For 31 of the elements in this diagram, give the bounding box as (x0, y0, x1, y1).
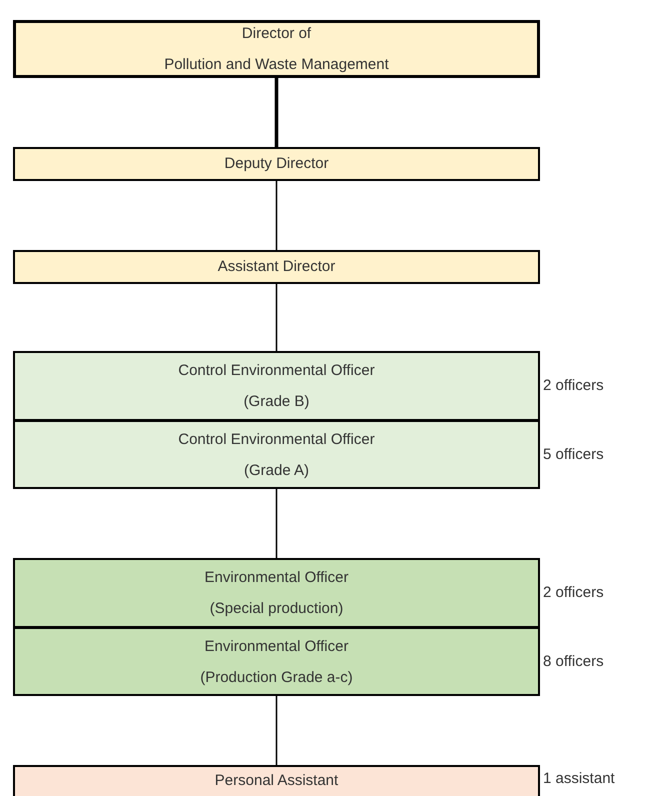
position-title: Environmental Officer (204, 568, 348, 588)
connector-line (276, 489, 278, 558)
position-title: Personal Assistant (214, 771, 338, 791)
position-title: Control Environmental Officer (178, 430, 375, 450)
staff-count: 2 officers (543, 376, 604, 396)
position-title: Deputy Director (224, 154, 329, 174)
staff-count: 8 officers (543, 652, 604, 672)
staff-count: 1 assistant (543, 769, 615, 789)
position-box (13, 420, 540, 489)
position-title: Control Environmental Officer (178, 361, 375, 381)
connector-line (276, 284, 278, 351)
position-title: (Production Grade a-c) (200, 668, 353, 688)
staff-count: 5 officers (543, 444, 604, 464)
position-box (13, 351, 540, 421)
connector-line (276, 696, 278, 765)
position-title: (Grade B) (244, 392, 310, 412)
position-title: (Grade A) (244, 460, 310, 480)
position-title: Assistant Director (218, 257, 336, 277)
connector-line (276, 181, 278, 250)
connector-line (274, 78, 278, 147)
position-box (13, 765, 540, 796)
position-title: (Special production) (210, 599, 344, 619)
position-title: Director of (242, 24, 312, 44)
position-title: Environmental Officer (204, 636, 348, 656)
position-box (13, 558, 540, 628)
position-box (13, 627, 540, 696)
position-box (13, 147, 540, 181)
position-box (13, 20, 540, 78)
position-box (13, 250, 540, 284)
staff-count: 2 officers (543, 583, 604, 603)
position-title: Pollution and Waste Management (164, 55, 389, 75)
